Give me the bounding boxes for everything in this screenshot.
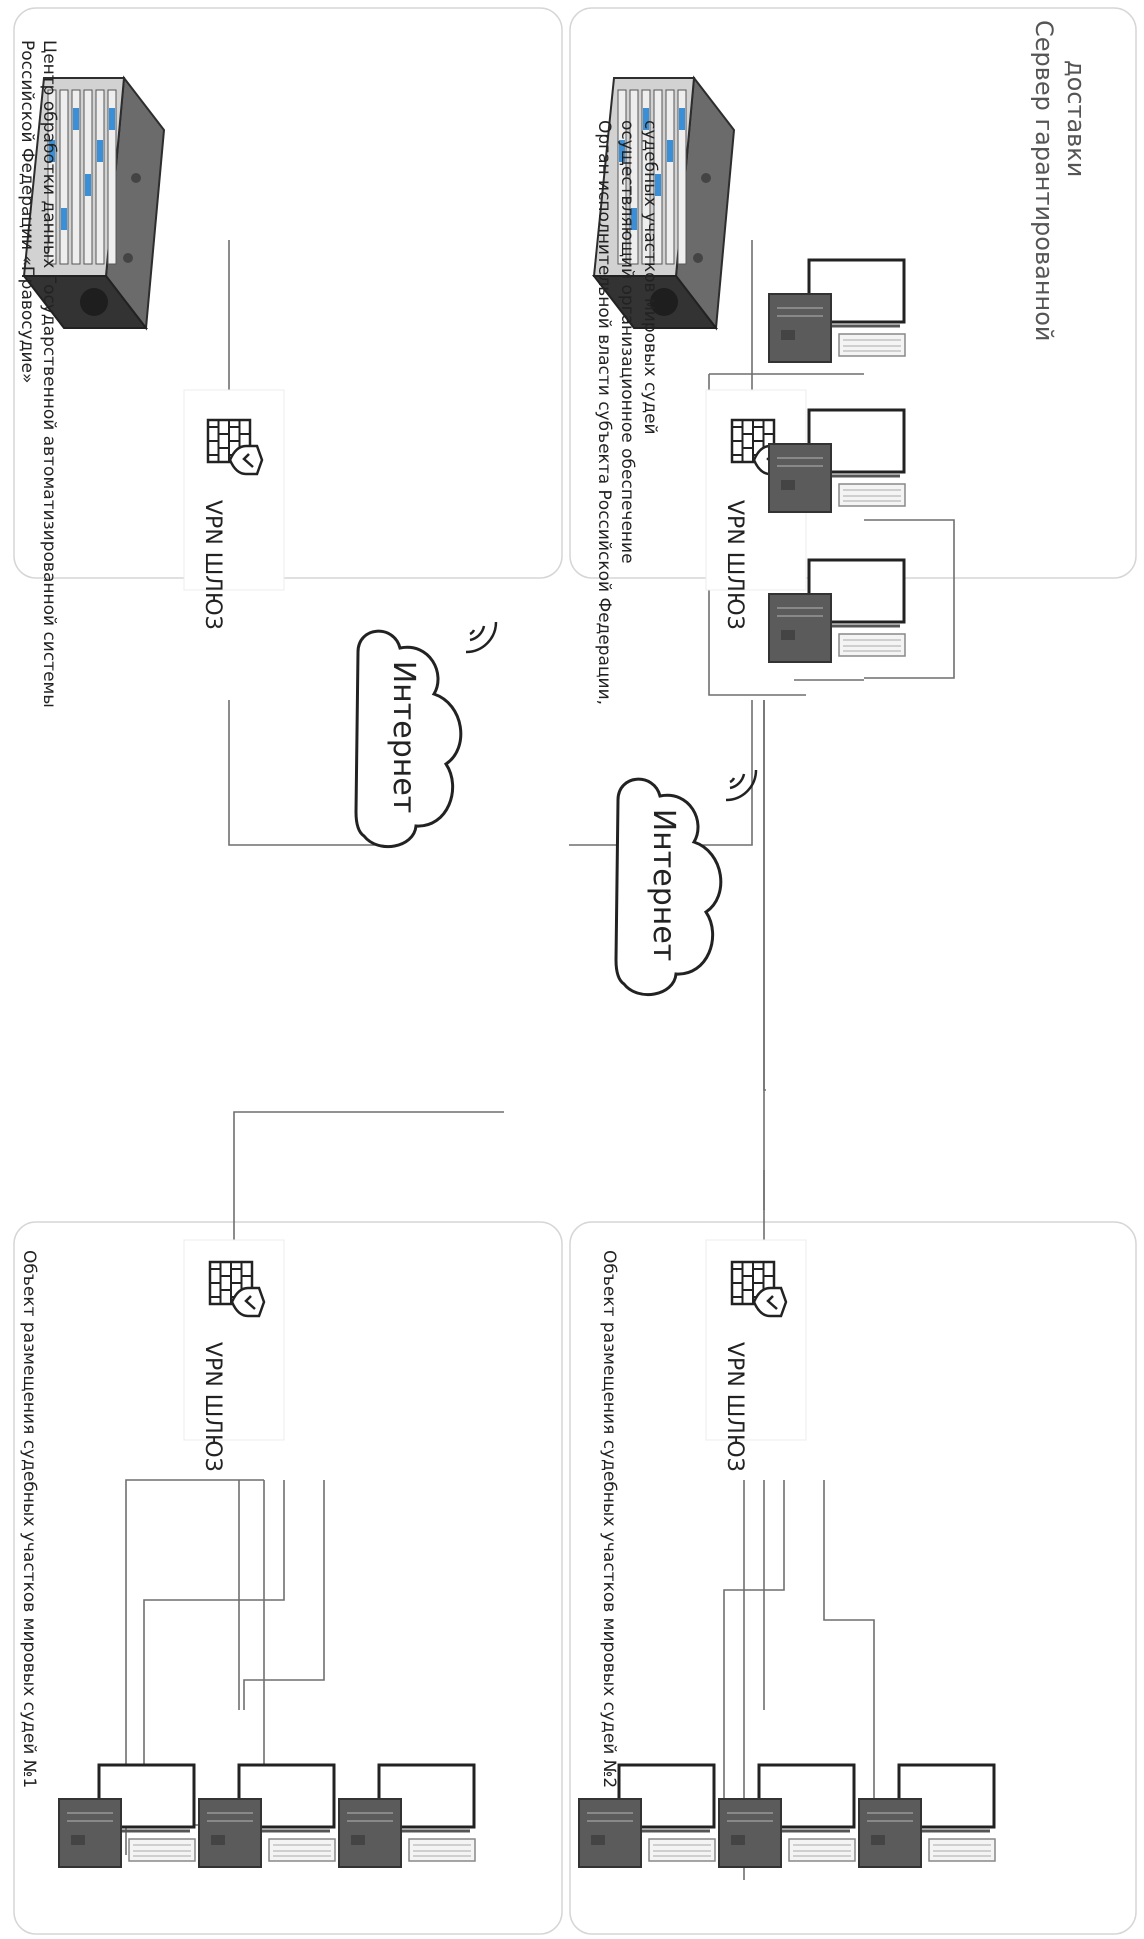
label-line: Центр обработки данных Государственной а… [39,40,59,708]
label-line: Орган исполнительной власти субъекта Рос… [594,120,614,705]
gateway-site-1: VPN ШЛЮЗ [184,1240,284,1472]
region-label-site-2: Объект размещения судебных участков миро… [599,1250,619,1788]
region-label-executive: Орган исполнительной власти субъекта Рос… [594,120,660,710]
gateway-label: VPN ШЛЮЗ [200,1342,225,1472]
wifi-signal-icon [466,622,496,652]
internet-cloud-upper: Интернет [356,622,496,847]
label-line: доставки [1062,60,1090,177]
cloud-label: Интернет [646,809,681,962]
label-line: Российской Федерации «Правосудие» [17,40,37,383]
internet-cloud-lower: Интернет [616,770,756,995]
label-line: судебных участков мировых судей [640,120,660,435]
region-label-site-1: Объект размещения судебных участков миро… [19,1250,39,1788]
server-rack-icon [594,78,734,328]
label-line: Сервер гарантированной [1030,20,1058,342]
gateway-data-center: VPN ШЛЮЗ [184,390,284,630]
label-line: осуществляющий организационное обеспечен… [617,120,637,564]
gateway-label: VPN ШЛЮЗ [722,1342,747,1472]
gateway-label: VPN ШЛЮЗ [722,500,747,630]
gateway-label: VPN ШЛЮЗ [200,500,225,630]
cloud-label: Интернет [386,661,421,814]
gateway-site-2: VPN ШЛЮЗ [706,1240,806,1472]
